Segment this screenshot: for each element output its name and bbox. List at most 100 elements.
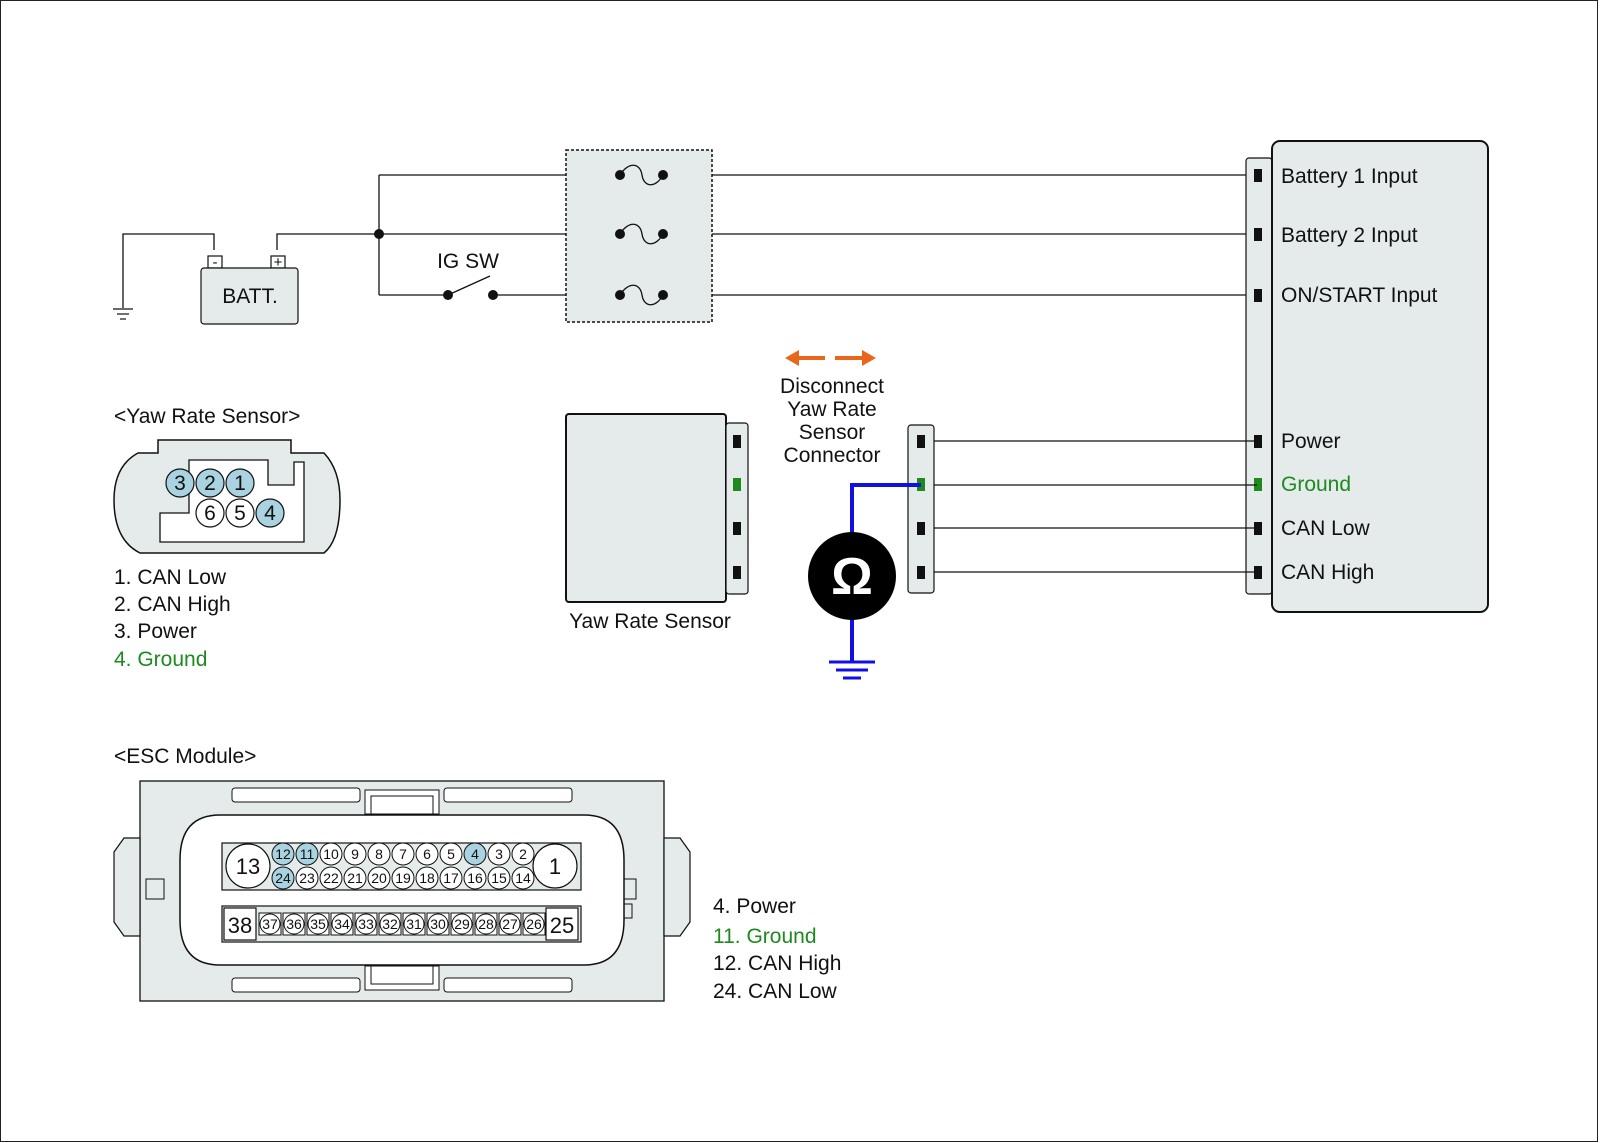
- esc-input-battery1: Battery 1 Input: [1281, 165, 1418, 188]
- esc-pin-3: 3: [495, 846, 503, 862]
- esc-pin-16-circle: [463, 866, 487, 890]
- ig-switch-label: IG SW: [437, 250, 499, 273]
- esc-pin-37-circle: [259, 913, 281, 935]
- esc-pin-33-circle: [355, 913, 377, 935]
- esc-pin-9-circle: [343, 842, 367, 866]
- battery-pos-label: +: [274, 254, 283, 271]
- power-circuit: [122, 174, 1257, 308]
- esc-input-power: Power: [1281, 430, 1341, 453]
- esc-pin-2-circle: [511, 842, 535, 866]
- esc-pin-24-circle: [271, 866, 295, 890]
- esc-pin-23-circle: [295, 866, 319, 890]
- esc-pin-23: 23: [299, 870, 315, 886]
- disconnect-arrows: [785, 350, 876, 366]
- esc-input-ground: Ground: [1281, 473, 1351, 496]
- esc-pin-3-circle: [487, 842, 511, 866]
- esc-pin-33: 33: [358, 916, 374, 932]
- esc-pin-19-circle: [391, 866, 415, 890]
- yaw-harness-connector: [907, 424, 935, 594]
- esc-pin-9: 9: [351, 846, 359, 862]
- esc-pin-34: 34: [334, 916, 350, 932]
- esc-pin-18-circle: [415, 866, 439, 890]
- yaw-legend-1: 1. CAN Low: [114, 566, 227, 589]
- esc-pin-6-circle: [415, 842, 439, 866]
- junction-dots: [374, 229, 498, 300]
- esc-input-on-start: ON/START Input: [1281, 284, 1438, 307]
- esc-pin-29-circle: [451, 913, 473, 935]
- disconnect-note-line3: Sensor: [799, 421, 866, 444]
- esc-pin-8: 8: [375, 846, 383, 862]
- esc-pin-12: 12: [275, 846, 291, 862]
- esc-pin-31-circle: [403, 913, 425, 935]
- esc-pin-6: 6: [423, 846, 431, 862]
- esc-pin-26-circle: [523, 913, 545, 935]
- esc-pin-31: 31: [406, 916, 422, 932]
- yaw-pin-3: 3: [174, 472, 186, 495]
- esc-pin-8-circle: [367, 842, 391, 866]
- esc-pin-25: 25: [550, 913, 574, 938]
- esc-pin-10: 10: [323, 846, 339, 862]
- esc-pin-35-circle: [307, 913, 329, 935]
- esc-pin-12-circle: [271, 842, 295, 866]
- yaw-pin-4: 4: [264, 502, 276, 525]
- esc-pin-30: 30: [430, 916, 446, 932]
- yaw-legend-2: 2. CAN High: [114, 593, 231, 616]
- yaw-sensor-label: Yaw Rate Sensor: [569, 610, 731, 633]
- esc-legend-11: 11. Ground: [713, 925, 817, 948]
- esc-pin-11-circle: [295, 842, 319, 866]
- esc-pin-16: 16: [467, 870, 483, 886]
- esc-pin-22: 22: [323, 870, 339, 886]
- esc-pin-13: 13: [236, 854, 260, 879]
- esc-pin-30-circle: [427, 913, 449, 935]
- esc-pin-4: 4: [471, 846, 479, 862]
- battery-neg-label: -: [213, 254, 218, 271]
- yaw-pin-6: 6: [204, 502, 216, 525]
- esc-input-can-low: CAN Low: [1281, 517, 1371, 540]
- esc-pin-21: 21: [347, 870, 363, 886]
- esc-connector-title: <ESC Module>: [114, 745, 256, 768]
- esc-pin-32-circle: [379, 913, 401, 935]
- signal-wires: [924, 440, 1257, 573]
- esc-pin-17: 17: [443, 870, 459, 886]
- battery-label: BATT.: [222, 285, 278, 308]
- esc-pin-38: 38: [228, 913, 252, 938]
- yaw-rate-sensor-body: [565, 413, 749, 603]
- esc-pin-34-circle: [331, 913, 353, 935]
- esc-module-block: Battery 1 Input Battery 2 Input ON/START…: [1245, 140, 1489, 613]
- esc-pin-24: 24: [275, 870, 291, 886]
- esc-pin-14: 14: [515, 870, 531, 886]
- yaw-connector-title: <Yaw Rate Sensor>: [114, 405, 300, 428]
- yaw-legend-3: 3. Power: [114, 620, 197, 643]
- esc-pin-28-circle: [475, 913, 497, 935]
- esc-pin-35: 35: [310, 916, 326, 932]
- esc-pin-5-circle: [439, 842, 463, 866]
- esc-pin-36: 36: [286, 916, 302, 932]
- esc-pin-4-circle: [463, 842, 487, 866]
- yaw-pin-5: 5: [234, 502, 246, 525]
- ground-symbol: [113, 308, 133, 320]
- esc-pin-2: 2: [519, 846, 527, 862]
- esc-pin-11: 11: [300, 846, 315, 862]
- esc-pin-20-circle: [367, 866, 391, 890]
- esc-pin-37: 37: [262, 916, 278, 932]
- esc-pin-15: 15: [491, 870, 507, 886]
- esc-pin-19: 19: [395, 870, 411, 886]
- esc-input-battery2: Battery 2 Input: [1281, 224, 1418, 247]
- esc-pin-7: 7: [399, 846, 407, 862]
- esc-pin-10-circle: [319, 842, 343, 866]
- disconnect-note-line1: Disconnect: [780, 375, 884, 398]
- esc-legend-24: 24. CAN Low: [713, 980, 838, 1003]
- esc-pin-32: 32: [382, 916, 398, 932]
- esc-pin-21-circle: [343, 866, 367, 890]
- esc-pin-14-circle: [511, 866, 535, 890]
- esc-pin-26: 26: [526, 916, 542, 932]
- battery: - + BATT.: [200, 254, 299, 325]
- esc-input-can-high: CAN High: [1281, 561, 1374, 584]
- esc-pin-15-circle: [487, 866, 511, 890]
- esc-pin-18: 18: [419, 870, 435, 886]
